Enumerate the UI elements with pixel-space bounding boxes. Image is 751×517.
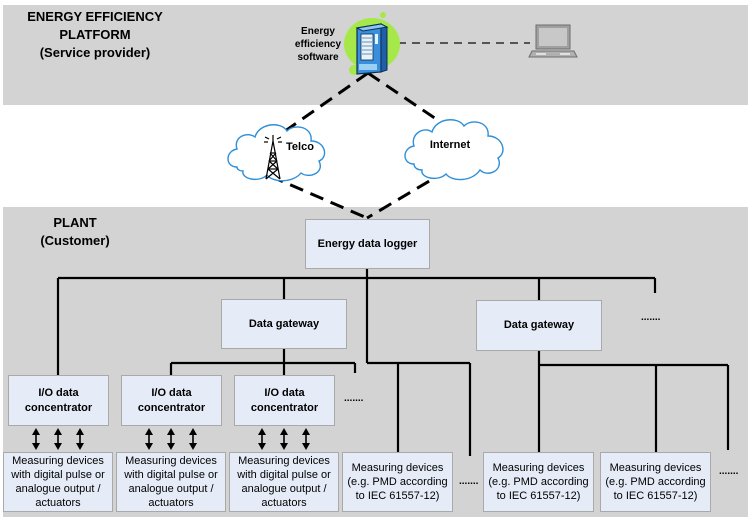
pmd-measuring-device-2[interactable]: Measuring devices (e.g. PMD according to…	[483, 452, 594, 512]
device-label-line: actuators	[35, 497, 81, 509]
software-label-line: efficiency	[294, 39, 342, 50]
device-label-line: Measuring devices	[125, 455, 217, 467]
device-label-line: Measuring devices	[609, 462, 702, 474]
io-measuring-device-2[interactable]: Measuring devices with digital pulse or …	[116, 452, 226, 512]
io-measuring-device-3[interactable]: Measuring devices with digital pulse or …	[229, 452, 339, 512]
device-label-line: to IEC 61557-12)	[355, 490, 440, 502]
platform-title: ENERGY EFFICIENCY PLATFORM (Service prov…	[20, 8, 170, 62]
concentrator-more-ellipsis: .......	[344, 393, 364, 404]
io-concentrator-2[interactable]: I/O data concentrator	[121, 375, 222, 426]
concentrator-label-line: concentrator	[137, 401, 206, 414]
pmd-more-ellipsis-2: .......	[719, 466, 739, 477]
device-label-line: (e.g. PMD according	[347, 476, 448, 488]
device-label-line: (e.g. PMD according	[605, 476, 706, 488]
concentrator-label-line: concentrator	[24, 401, 93, 414]
platform-title-line: ENERGY EFFICIENCY	[27, 9, 163, 24]
plant-title: PLANT (Customer)	[30, 214, 120, 250]
logger-label: Energy data logger	[317, 237, 418, 250]
telco-cloud-icon[interactable]	[225, 117, 335, 185]
platform-title-line: PLATFORM	[59, 27, 131, 42]
internet-label: Internet	[429, 139, 471, 151]
io-measuring-device-1[interactable]: Measuring devices with digital pulse or …	[3, 452, 113, 512]
device-label-line: Measuring devices	[12, 455, 104, 467]
plant-title-line: PLANT	[53, 215, 97, 230]
gateway-label: Data gateway	[248, 317, 320, 330]
concentrator-label-line: I/O data	[38, 386, 79, 399]
plant-title-line: (Customer)	[40, 233, 110, 248]
device-label-line: Measuring devices	[351, 462, 444, 474]
io-concentrator-1[interactable]: I/O data concentrator	[8, 375, 109, 426]
concentrator-label-line: I/O data	[151, 386, 192, 399]
energy-data-logger[interactable]: Energy data logger	[305, 219, 430, 269]
software-label-line: software	[297, 52, 339, 63]
device-label-line: analogue output /	[241, 483, 327, 495]
device-label-line: actuators	[148, 497, 194, 509]
device-label-line: with digital pulse or	[124, 469, 218, 481]
pmd-more-ellipsis-1: .......	[459, 476, 479, 487]
platform-title-line: (Service provider)	[39, 45, 151, 60]
software-label: Energy efficiency software	[290, 25, 346, 64]
gateway-more-ellipsis: .......	[641, 312, 661, 323]
device-label-line: to IEC 61557-12)	[613, 490, 698, 502]
concentrator-label-line: concentrator	[250, 401, 319, 414]
data-gateway-2[interactable]: Data gateway	[476, 300, 602, 351]
internet-cloud-icon[interactable]	[402, 112, 512, 184]
device-label-line: with digital pulse or	[11, 469, 105, 481]
telco-label: Telco	[286, 141, 314, 153]
software-label-line: Energy	[301, 26, 335, 37]
server-icon[interactable]	[335, 12, 405, 82]
device-label-line: analogue output /	[15, 483, 101, 495]
concentrator-label-line: I/O data	[264, 386, 305, 399]
device-label-line: with digital pulse or	[237, 469, 331, 481]
device-label-line: analogue output /	[128, 483, 214, 495]
pmd-measuring-device-1[interactable]: Measuring devices (e.g. PMD according to…	[342, 452, 453, 512]
io-concentrator-3[interactable]: I/O data concentrator	[234, 375, 335, 426]
pmd-measuring-device-3[interactable]: Measuring devices (e.g. PMD according to…	[600, 452, 711, 512]
device-label-line: to IEC 61557-12)	[496, 490, 581, 502]
device-label-line: Measuring devices	[492, 462, 585, 474]
device-label-line: (e.g. PMD according	[488, 476, 589, 488]
antenna-tower-icon	[264, 135, 282, 180]
laptop-icon[interactable]	[528, 23, 578, 61]
device-label-line: actuators	[261, 497, 307, 509]
device-label-line: Measuring devices	[238, 455, 330, 467]
gateway-label: Data gateway	[503, 319, 575, 331]
data-gateway-1[interactable]: Data gateway	[221, 299, 347, 349]
